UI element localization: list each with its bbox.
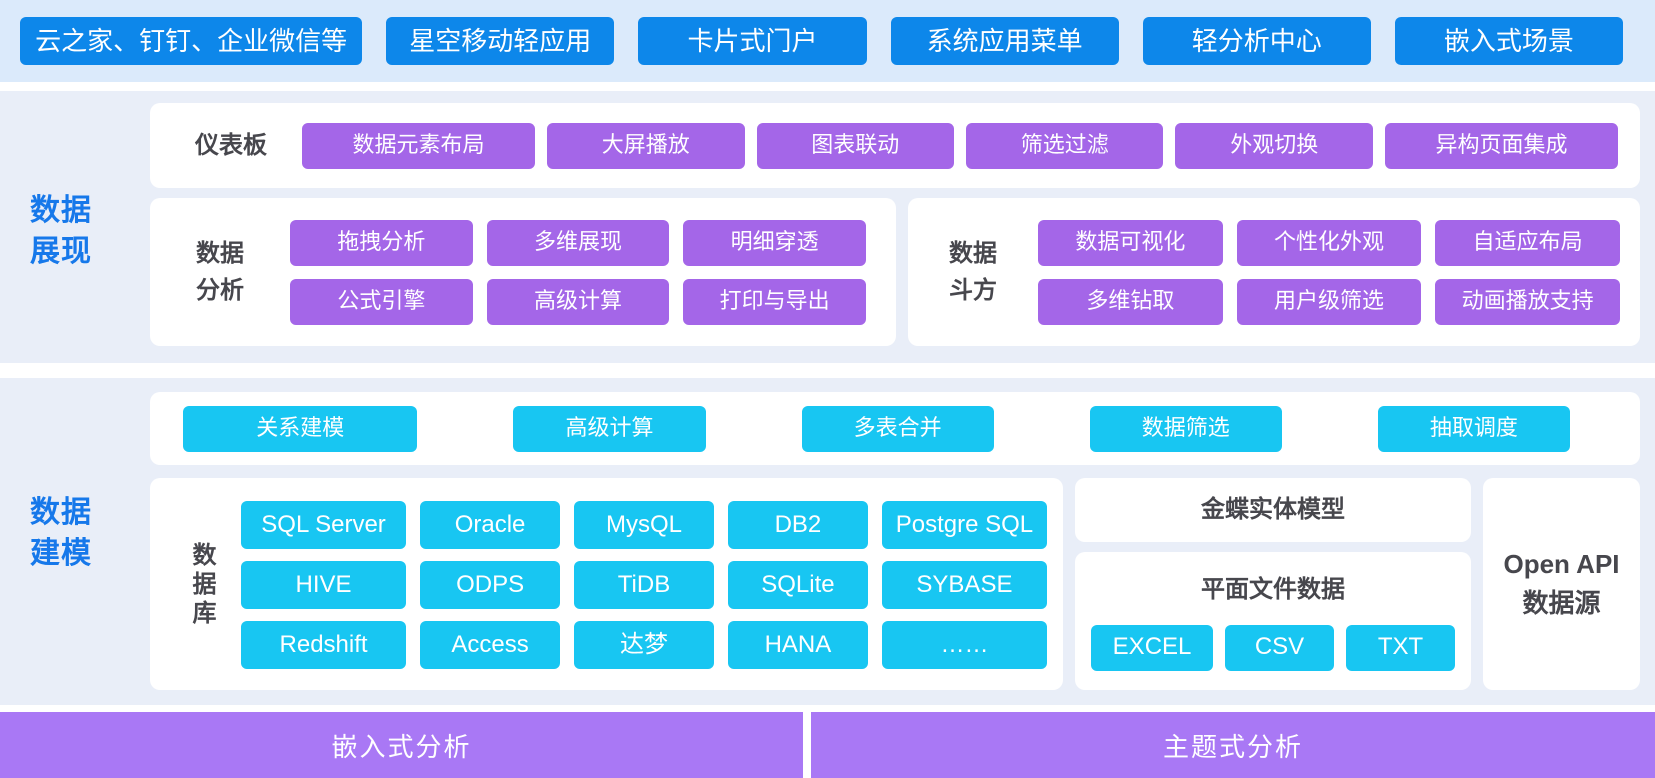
feature-chip-element-layout: 数据元素布局 — [302, 122, 536, 169]
model-sources-column: 金蝶实体模型 平面文件数据 EXCEL CSV TXT — [1075, 478, 1471, 690]
db-chip-oracle: Oracle — [420, 501, 561, 549]
db-chip-tidb: TiDB — [574, 561, 714, 609]
feature-chip-heterogeneous-page: 异构页面集成 — [1384, 122, 1618, 169]
data-modeling-content: 关系建模 高级计算 多表合并 数据筛选 抽取调度 数据库 SQL Server … — [150, 378, 1640, 705]
feature-chip-data-visualization: 数据可视化 — [1038, 219, 1223, 266]
dashboard-panel: 仪表板 数据元素布局 大屏播放 图表联动 筛选过滤 外观切换 异构页面集成 — [150, 103, 1640, 188]
flat-file-panel-label: 平面文件数据 — [1201, 576, 1345, 604]
data-presentation-band: 数据 展现 仪表板 数据元素布局 大屏播放 图表联动 筛选过滤 外观切换 异构页… — [0, 91, 1655, 363]
file-chip-excel: EXCEL — [1091, 624, 1214, 671]
feature-chip-drag-analysis: 拖拽分析 — [290, 219, 473, 266]
data-modeling-band: 数据 建模 关系建模 高级计算 多表合并 数据筛选 抽取调度 数据库 SQL S… — [0, 378, 1655, 705]
data-analysis-feature-grid: 拖拽分析 多维展现 明细穿透 公式引擎 高级计算 打印与导出 — [290, 219, 866, 325]
dashboard-panel-label: 仪表板 — [195, 131, 267, 159]
feature-chip-multidim-display: 多维展现 — [486, 219, 670, 266]
database-grid: SQL Server Oracle MysQL DB2 Postgre SQL … — [241, 501, 1047, 669]
tool-chip-extract-schedule: 抽取调度 — [1377, 405, 1570, 452]
channel-chip-card-portal: 卡片式门户 — [638, 17, 867, 65]
channel-chip-yunzhijia: 云之家、钉钉、企业微信等 — [20, 17, 363, 65]
kingdee-entity-model-panel: 金蝶实体模型 — [1075, 478, 1471, 542]
feature-chip-appearance-switch: 外观切换 — [1175, 122, 1373, 169]
data-card-panel: 数据 斗方 数据可视化 个性化外观 自适应布局 多维钻取 用户级筛选 动画播放支… — [908, 198, 1640, 346]
data-card-panel-label: 数据 斗方 — [949, 239, 997, 304]
section-label-data-modeling: 数据 建模 — [30, 496, 92, 570]
tool-chip-multi-table-merge: 多表合并 — [801, 405, 994, 452]
feature-chip-detail-drillthrough: 明细穿透 — [683, 219, 866, 266]
data-analysis-panel-label: 数据 分析 — [196, 239, 244, 304]
analysis-mode-bars: 嵌入式分析 主题式分析 — [0, 712, 1655, 778]
data-analysis-panel: 数据 分析 拖拽分析 多维展现 明细穿透 公式引擎 高级计算 打印与导出 — [150, 198, 896, 346]
feature-chip-print-export: 打印与导出 — [683, 278, 866, 325]
feature-chip-advanced-calc: 高级计算 — [486, 278, 670, 325]
thematic-analysis-bar: 主题式分析 — [811, 712, 1655, 778]
flat-file-types: EXCEL CSV TXT — [1091, 624, 1455, 671]
db-chip-dameng: 达梦 — [574, 621, 714, 669]
tool-chip-advanced-calc: 高级计算 — [513, 405, 706, 452]
db-chip-sqlite: SQLite — [727, 561, 868, 609]
db-chip-hive: HIVE — [241, 561, 407, 609]
flat-file-panel: 平面文件数据 EXCEL CSV TXT — [1075, 552, 1471, 690]
feature-chip-big-screen-play: 大屏播放 — [547, 122, 745, 169]
db-chip-sql-server: SQL Server — [241, 501, 407, 549]
data-presentation-content: 仪表板 数据元素布局 大屏播放 图表联动 筛选过滤 外观切换 异构页面集成 数据… — [150, 91, 1640, 363]
feature-chip-formula-engine: 公式引擎 — [290, 278, 473, 325]
data-card-feature-grid: 数据可视化 个性化外观 自适应布局 多维钻取 用户级筛选 动画播放支持 — [1038, 219, 1620, 325]
db-chip-odps: ODPS — [420, 561, 561, 609]
kingdee-entity-model-label: 金蝶实体模型 — [1201, 496, 1345, 524]
access-channels-band: 云之家、钉钉、企业微信等 星空移动轻应用 卡片式门户 系统应用菜单 轻分析中心 … — [0, 0, 1655, 82]
file-chip-txt: TXT — [1346, 624, 1455, 671]
feature-chip-user-level-filter: 用户级筛选 — [1236, 278, 1422, 325]
embedded-analysis-bar: 嵌入式分析 — [0, 712, 803, 778]
db-chip-more-ellipsis: …… — [881, 621, 1047, 669]
open-api-label: Open API 数据源 — [1503, 549, 1620, 618]
db-chip-db2: DB2 — [727, 501, 868, 549]
feature-chip-personalized-appearance: 个性化外观 — [1236, 219, 1422, 266]
file-chip-csv: CSV — [1225, 624, 1335, 671]
db-chip-hana: HANA — [727, 621, 868, 669]
tool-chip-relation-modeling: 关系建模 — [183, 405, 418, 452]
modeling-tools-panel: 关系建模 高级计算 多表合并 数据筛选 抽取调度 — [150, 392, 1640, 465]
channel-chip-embedded-scene: 嵌入式场景 — [1394, 17, 1624, 65]
channel-chip-system-menu: 系统应用菜单 — [890, 17, 1119, 65]
database-panel: 数据库 SQL Server Oracle MysQL DB2 Postgre … — [150, 478, 1063, 690]
feature-chip-multidim-drill: 多维钻取 — [1038, 278, 1223, 325]
feature-chip-animation-play: 动画播放支持 — [1435, 278, 1620, 325]
feature-chip-chart-linkage: 图表联动 — [756, 122, 954, 169]
db-chip-access: Access — [420, 621, 561, 669]
feature-chip-filter: 筛选过滤 — [966, 122, 1164, 169]
section-label-data-presentation: 数据 展现 — [30, 194, 92, 268]
channel-chip-mobile-lite-app: 星空移动轻应用 — [386, 17, 615, 65]
db-chip-redshift: Redshift — [241, 621, 407, 669]
tool-chip-data-filter: 数据筛选 — [1089, 405, 1282, 452]
db-chip-mysql: MysQL — [574, 501, 714, 549]
db-chip-postgresql: Postgre SQL — [881, 501, 1047, 549]
channel-chip-light-analysis-center: 轻分析中心 — [1142, 17, 1371, 65]
open-api-panel: Open API 数据源 — [1483, 478, 1640, 690]
database-panel-label: 数据库 — [188, 541, 215, 629]
db-chip-sybase: SYBASE — [881, 561, 1047, 609]
feature-chip-adaptive-layout: 自适应布局 — [1435, 219, 1620, 266]
